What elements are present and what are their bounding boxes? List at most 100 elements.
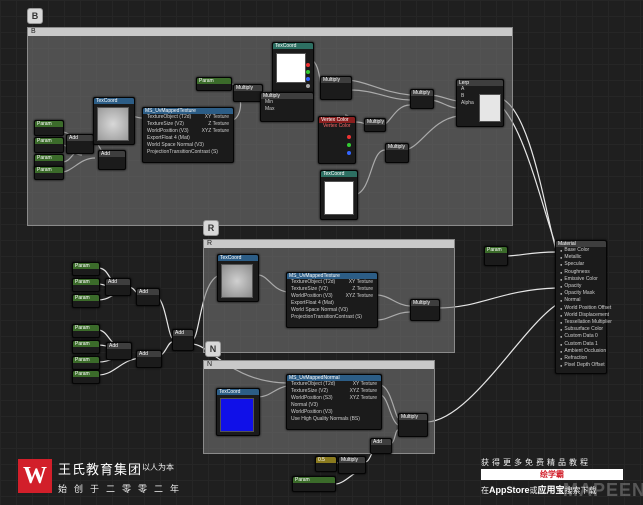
node-header: Multiply [411,90,433,96]
node-header: Param [73,325,99,331]
green-channel-pin[interactable] [347,143,351,147]
scalar-param-node[interactable]: Param [72,262,100,276]
watermark: MAPEEN [563,480,643,500]
material-input-pin[interactable]: ●World Displacement [556,312,609,319]
constant-node[interactable]: 0.5 [315,456,337,472]
material-input-pin[interactable]: ●World Position Offset [556,305,611,312]
append-node[interactable]: Add [105,278,131,296]
blue-channel-pin[interactable] [347,151,351,155]
node-header: Multiply [365,119,385,125]
multiply-node[interactable]: Multiply [398,413,428,437]
comment-badge-n[interactable]: N [205,341,221,357]
red-channel-pin[interactable] [306,63,310,67]
comment-badge-b[interactable]: B [27,8,43,24]
material-input-pin[interactable]: ●Refraction [556,355,606,362]
texture-object-node[interactable]: TexCoord [216,388,260,436]
scalar-param-node[interactable]: Param [292,476,336,492]
append-node[interactable]: Add [98,150,126,170]
blue-channel-pin[interactable] [306,77,310,81]
scalar-param-node[interactable]: Param [72,278,100,292]
lerp-node[interactable]: Lerp A B Alpha [456,79,504,127]
texture-sample-node[interactable]: TexCoord [320,170,358,220]
scalar-param-node[interactable]: Param [72,370,100,384]
node-header: 0.5 [316,457,336,463]
pin-dot-icon: ● [560,262,563,268]
uv-mapped-texture-node[interactable]: MS_UvMappedTexture TextureObject (T2d)XY… [142,107,234,163]
material-input-pin[interactable]: ●Ambient Occlusion [556,348,606,355]
multiply-node[interactable]: Multiply [338,456,366,474]
append-node[interactable]: Add [136,288,160,306]
scalar-param-node[interactable]: Param [72,324,100,338]
uv-mapped-normal-node[interactable]: MS_UvMappedNormal TextureObject (T2d)XY … [286,374,382,430]
texture-object-node[interactable]: TexCoord [217,254,259,302]
node-header: Material [556,241,606,247]
material-input-pin[interactable]: ●Opacity [556,283,606,290]
material-input-pin[interactable]: ●Roughness [556,269,606,276]
material-input-pin[interactable]: ●Custom Data 1 [556,341,606,348]
alpha-channel-pin[interactable] [306,84,310,88]
pin-dot-icon: ● [560,334,563,340]
pin-label: TextureSize (V2) [291,388,328,394]
vertex-color-node[interactable]: Vertex Color Vertex Color [318,116,356,164]
clamp-node[interactable]: Multiply Min Max [260,92,314,122]
append-node[interactable]: Add [136,350,162,368]
multiply-node[interactable]: Multiply [320,76,352,100]
comment-title-n: N [204,361,434,369]
node-header: Param [485,247,507,253]
material-input-pin[interactable]: ●Normal [556,297,606,304]
comment-badge-r[interactable]: R [203,220,219,236]
ad-app-name[interactable]: 绘学霸 [481,469,623,480]
multiply-node[interactable]: Multiply [410,89,434,109]
node-header: Add [137,289,159,295]
red-channel-pin[interactable] [347,135,351,139]
brand-company-name: 王氏教育集团 [58,462,143,477]
comment-title-r: R [204,240,454,248]
multiply-node[interactable]: Multiply [410,299,440,321]
append-node[interactable]: Add [66,134,94,154]
ad-download-line: 在AppStore或应用宝搜索下载 [481,483,597,496]
uv-mapped-texture-node[interactable]: MS_UvMappedTexture TextureObject (T2d)XY… [286,272,378,328]
material-input-pin[interactable]: ●Tessellation Multiplier [556,319,612,326]
node-header: Param [73,295,99,301]
multiply-node[interactable]: Multiply [233,84,263,102]
scalar-param-node[interactable]: Param [72,356,100,370]
node-header: Param [35,155,63,161]
material-input-pin[interactable]: ●Specular [556,261,606,268]
node-header: Vertex Color [319,117,355,123]
texture-object-node[interactable]: TexCoord [93,97,135,145]
scalar-param-node[interactable]: Param [484,246,508,266]
scalar-param-node[interactable]: Param [196,77,232,91]
texture-sample-node[interactable]: TexCoord [272,42,314,94]
pin-dot-icon: ● [560,312,563,318]
scalar-param-node[interactable]: Param [34,166,64,180]
add-node[interactable]: Add [172,329,194,351]
pin-label: Pixel Depth Offset [564,362,605,369]
scalar-param-node[interactable]: Param [34,120,64,136]
material-input-pin[interactable]: ●Subsurface Color [556,326,606,333]
material-input-pin[interactable]: ●Custom Data 0 [556,333,606,340]
material-input-pin[interactable]: ●Base Color [556,247,606,254]
texture-preview-white [324,181,354,215]
scalar-param-node[interactable]: Param [34,137,64,153]
multiply-node[interactable]: Multiply [385,143,409,163]
material-input-pin[interactable]: ●Emissive Color [556,276,606,283]
pin-label: TextureObject (T2d) [147,114,192,120]
scalar-param-node[interactable]: Param [72,340,100,354]
node-header: TexCoord [273,43,313,49]
node-header: Add [99,151,125,157]
pin-label: Specular [564,261,585,268]
multiply-node[interactable]: Multiply [364,118,386,132]
ad-text: 在 [481,486,489,495]
material-input-pin[interactable]: ●Opacity Mask [556,290,606,297]
add-node[interactable]: Add [370,438,392,454]
material-input-pin[interactable]: ●Pixel Depth Offset [556,362,606,369]
pin-label: World Position Offset [564,304,612,311]
green-channel-pin[interactable] [306,70,310,74]
scalar-param-node[interactable]: Param [72,294,100,308]
pin-label: World Space Normal (V3) [291,307,348,313]
append-node[interactable]: Add [106,342,132,360]
material-output-node[interactable]: Material ●Base Color●Metallic●Specular●R… [555,240,612,374]
material-input-pin[interactable]: ●Metallic [556,254,606,261]
node-header: Add [371,439,391,445]
pin-label: WorldPosition (V3) [147,128,189,134]
